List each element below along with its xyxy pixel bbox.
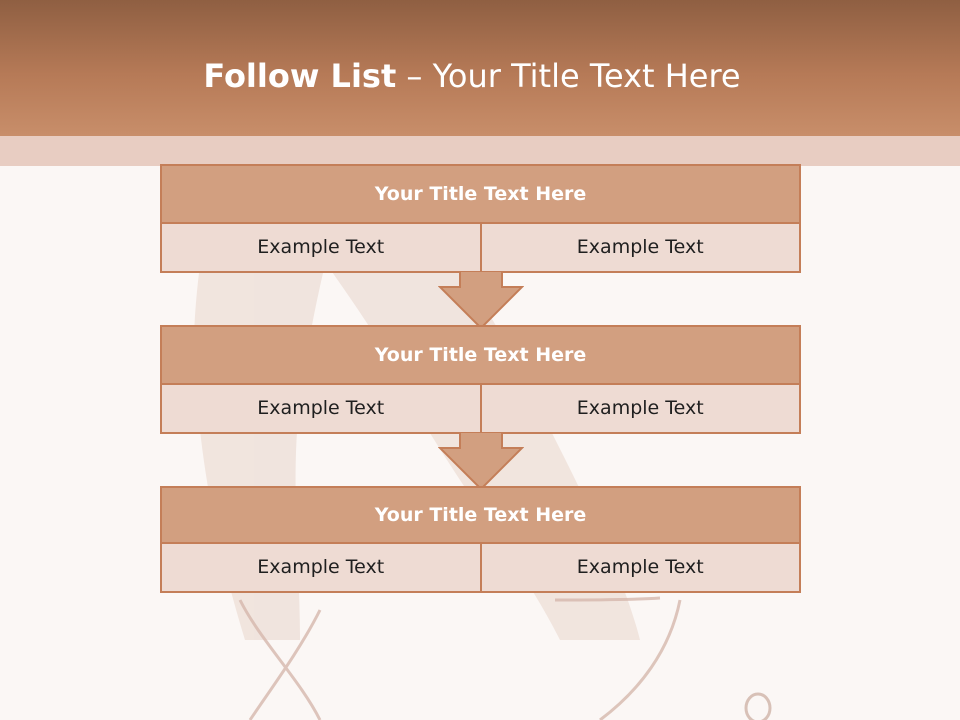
block-cell-left: Example Text (257, 556, 385, 578)
slide-title-rest: – Your Title Text Here (406, 57, 741, 95)
block-row: Example Text Example Text (162, 224, 799, 271)
follow-block-3: Your Title Text Here Example Text Exampl… (160, 486, 801, 593)
follow-block-2: Your Title Text Here Example Text Exampl… (160, 325, 801, 434)
block-title: Your Title Text Here (162, 488, 799, 544)
block-cell-right: Example Text (479, 224, 800, 271)
block-cell-right: Example Text (479, 544, 800, 591)
block-cell-right: Example Text (479, 385, 800, 432)
slide-title-bold: Follow List (203, 57, 397, 95)
block-row: Example Text Example Text (162, 544, 799, 591)
block-cell-left: Example Text (257, 236, 385, 258)
block-cell-left: Example Text (257, 397, 385, 419)
slide-title: Follow List – Your Title Text Here (0, 56, 944, 96)
block-row: Example Text Example Text (162, 385, 799, 432)
header-band (0, 136, 960, 166)
block-title: Your Title Text Here (162, 327, 799, 385)
down-arrow-icon (438, 271, 524, 329)
down-arrow-icon (438, 432, 524, 490)
block-title: Your Title Text Here (162, 166, 799, 224)
follow-block-1: Your Title Text Here Example Text Exampl… (160, 164, 801, 273)
header-bar (0, 0, 960, 136)
